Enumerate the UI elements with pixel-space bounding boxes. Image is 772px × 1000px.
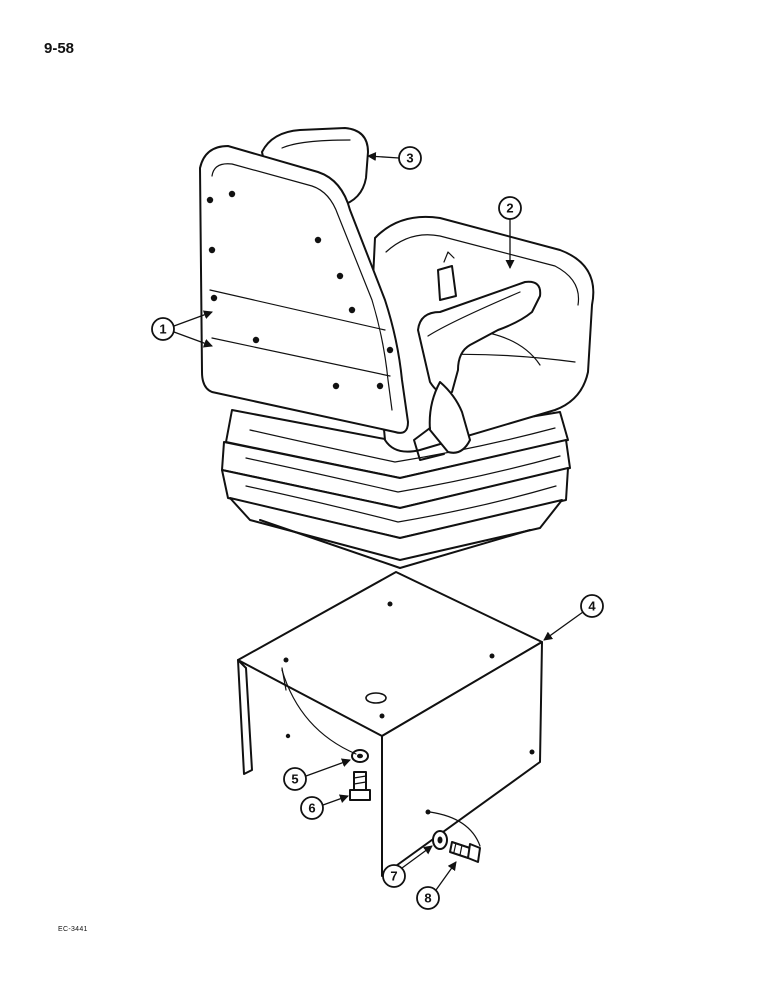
callout-6-label: 6 (308, 801, 315, 816)
callout-2: 2 (498, 196, 522, 269)
callout-1: 1 (151, 310, 213, 348)
washer-5 (351, 749, 369, 763)
alignment-line-lower (429, 811, 481, 847)
drawing-code: EC-3441 (58, 926, 88, 933)
callout-7: 7 (382, 845, 433, 888)
seat (199, 127, 595, 569)
callout-8-label: 8 (424, 891, 431, 906)
callout-4: 4 (543, 594, 604, 641)
callout-6: 6 (300, 794, 349, 820)
callout-7-label: 7 (390, 869, 397, 884)
alignment-line-upper (281, 669, 357, 755)
callout-8: 8 (416, 861, 457, 910)
seat-base-bracket (237, 571, 543, 877)
alignment-tick (281, 667, 287, 691)
callout-4-label: 4 (588, 599, 596, 614)
callout-3: 3 (367, 146, 422, 170)
backrest (199, 145, 409, 434)
bolt-6 (349, 771, 371, 801)
armrest (413, 280, 542, 461)
callout-1-label: 1 (159, 322, 166, 337)
washer-7 (432, 830, 448, 850)
page-number: 9-58 (44, 40, 75, 57)
callout-3-label: 3 (406, 151, 413, 166)
seat-belt-buckle (437, 251, 457, 301)
callout-5: 5 (283, 758, 351, 791)
callout-2-label: 2 (506, 201, 513, 216)
callout-5-label: 5 (291, 772, 298, 787)
bolt-8 (449, 841, 481, 863)
